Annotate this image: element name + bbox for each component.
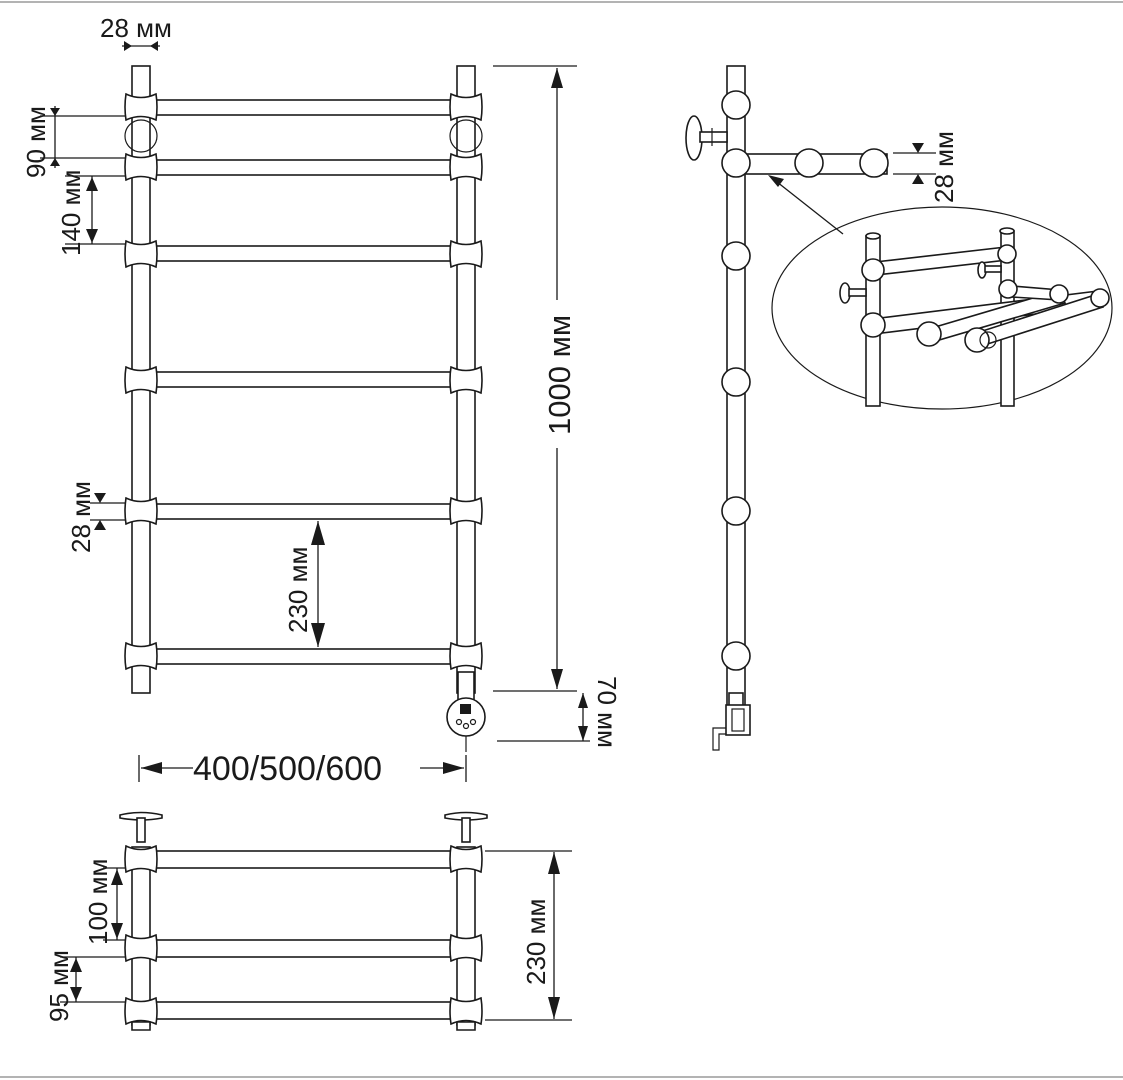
left-wall-mount	[124, 119, 158, 153]
bar-1	[140, 99, 467, 116]
top-view: 100 мм 95 мм 230 мм	[44, 811, 572, 1031]
dim-bar-thickness-label: 28 мм	[66, 481, 96, 553]
dim-bottom-offset: 70 мм	[497, 676, 622, 748]
dim-top-gap-label: 90 мм	[21, 106, 51, 178]
top-wall-mounts	[119, 811, 488, 843]
dim-second-gap: 140 мм	[56, 170, 125, 256]
detail-ellipse	[771, 206, 1113, 410]
bar-5	[140, 503, 467, 520]
dim-shelf-thickness-label: 28 мм	[929, 131, 959, 203]
right-wall-mount	[449, 119, 483, 153]
callout-leader	[771, 177, 844, 235]
front-joints	[124, 93, 483, 670]
side-view: 28 мм	[685, 65, 959, 751]
bar-2	[140, 159, 467, 176]
dim-shelf-thickness: 28 мм	[893, 131, 959, 203]
bar-3	[140, 245, 467, 262]
dim-top-gap: 90 мм	[21, 106, 125, 178]
side-wall-mount	[685, 115, 728, 161]
heater-head	[446, 697, 486, 737]
dim-top-second-gap-label: 95 мм	[44, 950, 74, 1022]
dim-total-height-label: 1000 мм	[542, 315, 577, 435]
front-view: 28 мм 90 мм 140 мм 100	[21, 13, 622, 788]
dim-pipe-width: 28 мм	[100, 13, 172, 51]
bar-4	[140, 371, 467, 388]
side-bottom-bracket	[712, 692, 751, 751]
dim-bar-spacing-label: 230 мм	[283, 547, 313, 633]
heating-element	[446, 671, 486, 752]
dim-pipe-width-label: 28 мм	[100, 13, 172, 43]
dim-width-options: 400/500/600	[138, 750, 467, 788]
detail-callout	[771, 206, 1113, 410]
dim-second-gap-label: 140 мм	[56, 170, 86, 256]
front-bars	[140, 99, 467, 665]
dim-bottom-offset-label: 70 мм	[592, 676, 622, 748]
dim-top-depth: 230 мм	[485, 850, 572, 1021]
dim-top-second-gap: 95 мм	[44, 950, 125, 1022]
side-joints	[721, 90, 889, 671]
dim-bar-thickness: 28 мм	[66, 481, 125, 553]
dim-top-first-gap: 100 мм	[83, 859, 125, 945]
bar-6	[140, 648, 467, 665]
dim-bar-spacing: 230 мм	[283, 521, 325, 647]
dim-width-options-label: 400/500/600	[193, 750, 382, 788]
dim-top-first-gap-label: 100 мм	[83, 859, 113, 945]
dim-total-height: 1000 мм	[493, 65, 577, 692]
dim-top-depth-label: 230 мм	[521, 899, 551, 985]
